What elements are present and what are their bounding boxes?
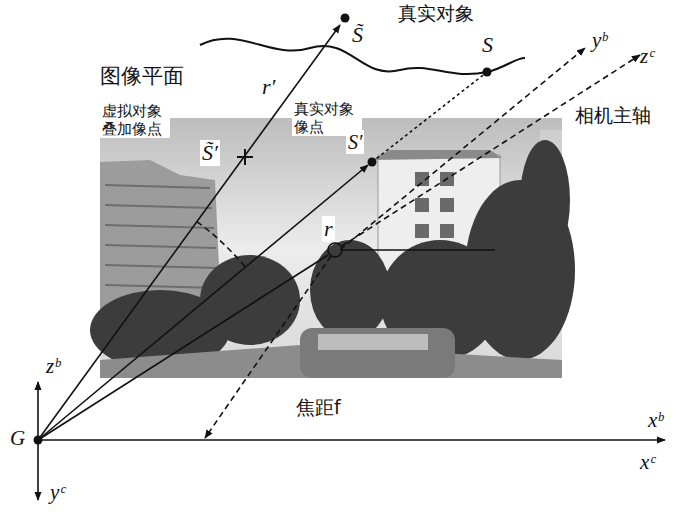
axis-name: zᵇ <box>46 354 60 379</box>
point-name: S̃ <box>352 22 363 48</box>
point-name: S′ <box>346 130 364 154</box>
axis-name: yᶜ <box>50 480 65 505</box>
object-caption: 真实对象 <box>398 2 474 25</box>
rays-and-axes <box>38 25 665 500</box>
point-name: S̃′ <box>200 140 220 166</box>
point-name: S <box>482 32 493 58</box>
axis-caption: 相机主轴 <box>575 104 651 127</box>
axis-name: xᶜ <box>640 450 655 475</box>
plane-caption: 图像平面 <box>100 64 184 89</box>
axis-name: xᵇ <box>648 408 663 433</box>
point-caption: 虚拟对象叠加像点 <box>100 102 170 138</box>
axis-name: zᶜ <box>640 44 654 69</box>
street-photo <box>90 118 575 378</box>
axis-name: yᵇ <box>592 28 607 53</box>
origin-name: G <box>10 426 25 451</box>
focal-caption: 焦距f <box>296 396 341 419</box>
ray-name: r <box>322 216 335 242</box>
ray-name: r′ <box>262 74 275 100</box>
points <box>34 14 492 445</box>
